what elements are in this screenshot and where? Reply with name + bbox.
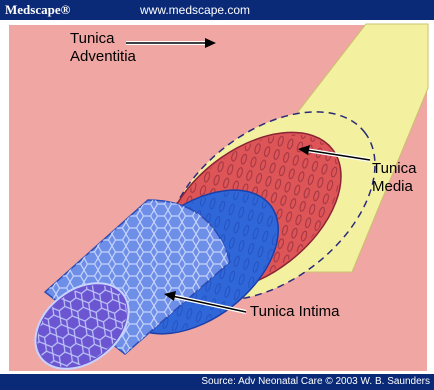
label-tunica-media-line2: Media (372, 178, 414, 195)
header-bar: Medscape® www.medscape.com (0, 0, 434, 20)
label-tunica-adventitia-line2: Adventitia (70, 48, 137, 65)
label-tunica-media-line1: Tunica (372, 160, 417, 177)
medscape-logo: Medscape® (5, 2, 70, 18)
footer-bar: Source: Adv Neonatal Care © 2003 W. B. S… (0, 374, 434, 390)
source-citation: Source: Adv Neonatal Care © 2003 W. B. S… (201, 376, 430, 387)
label-tunica-adventitia-line1: Tunica (70, 30, 115, 47)
site-url: www.medscape.com (140, 3, 250, 17)
label-tunica-intima: Tunica Intima (250, 303, 340, 320)
artery-diagram: Tunica Adventitia Tunica Media Tunica In… (0, 20, 434, 374)
